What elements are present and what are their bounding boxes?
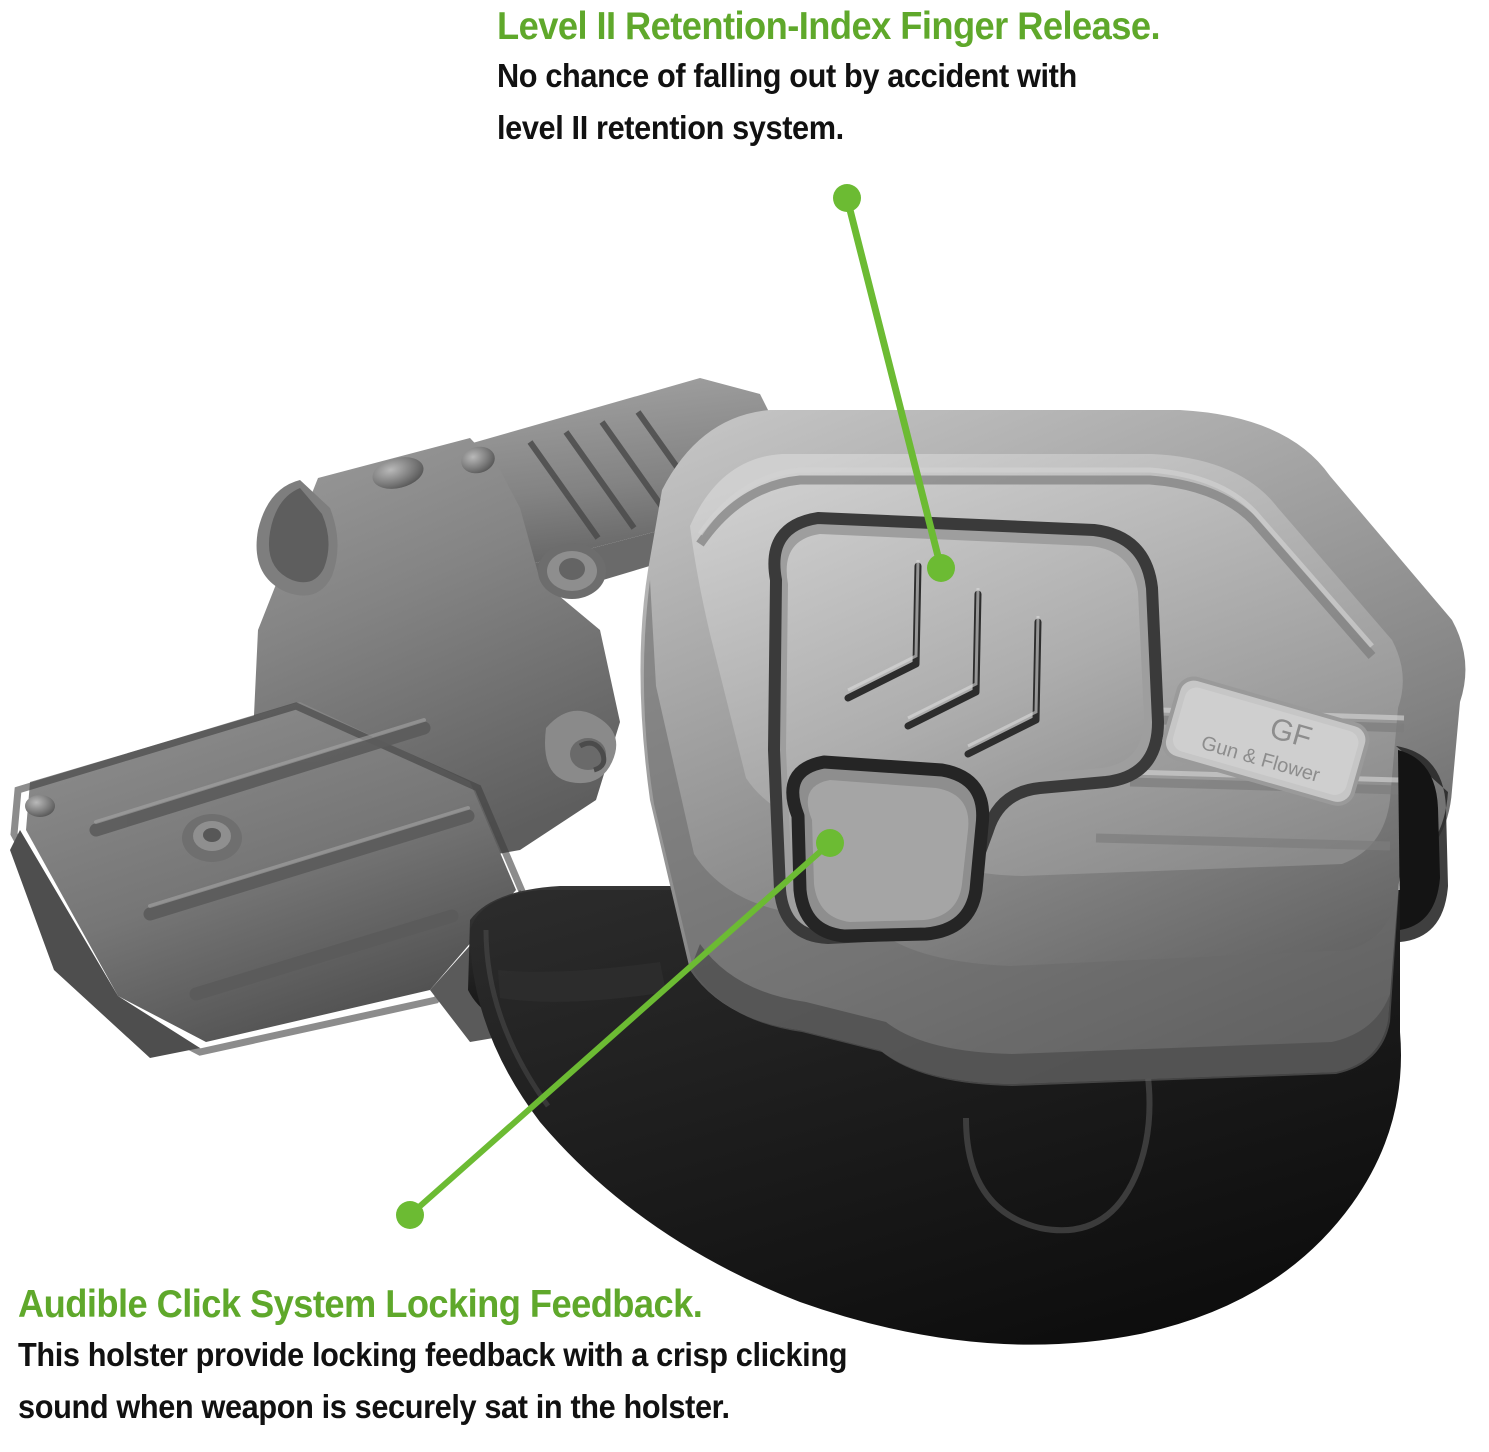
callout-audible-click-body-line-1: This holster provide locking feedback wi… [18,1336,848,1373]
callout-retention-heading: Level II Retention-Index Finger Release. [497,5,1161,48]
callout-retention: Level II Retention-Index Finger Release.… [497,4,1210,154]
leader-dot-retention-label [833,184,861,212]
callout-audible-click-heading: Audible Click System Locking Feedback. [18,1283,703,1326]
holster-shell: GF Gun & Flower [640,410,1466,1086]
slide-stop-pin [538,543,606,599]
product-illustration: GF Gun & Flower [0,330,1489,1390]
pistol [10,378,788,1058]
audible-click-lock-recess [786,755,990,943]
callout-retention-body-line-2: level II retention system. [497,109,844,146]
holster-artwork: GF Gun & Flower [10,378,1466,1345]
takedown-pin [545,710,617,784]
paddle-hook-slot [963,1033,1153,1234]
brand-plate: GF Gun & Flower [1161,676,1370,806]
callout-audible-click: Audible Click System Locking Feedback. T… [18,1281,909,1433]
pistol-slide [455,378,788,580]
callout-retention-body-line-1: No chance of falling out by accident wit… [497,57,1077,94]
callout-audible-click-body-line-2: sound when weapon is securely sat in the… [18,1388,730,1425]
grip-screw [182,814,242,862]
